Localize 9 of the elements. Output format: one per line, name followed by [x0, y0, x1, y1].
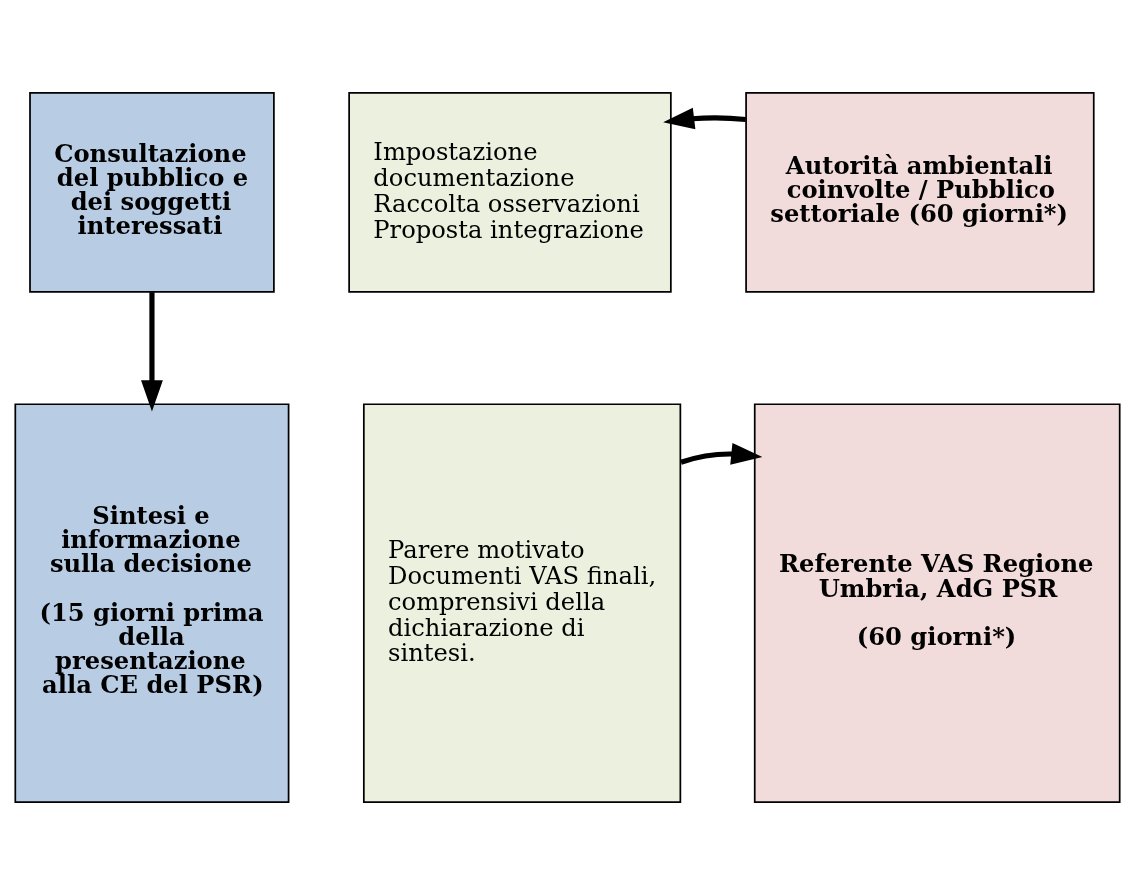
node-box: Autorità ambientali coinvolte / Pubblico settoriale (60 giorni*): [745, 92, 1095, 293]
node-box: Impostazione documentazione Raccolta osservazioni Proposta integrazione: [348, 92, 672, 293]
arrow: [680, 442, 763, 465]
arrow: [141, 292, 163, 412]
node-box: Referente VAS Regione Umbria, AdG PSR (60 giorni*): [753, 403, 1121, 803]
node-box: Sintesi e informazione sulla decisione (15 giorni prima della presentazione alla CE del PSR): [14, 403, 290, 803]
node-box: Parere motivato Documenti VAS finali, comprensivi della dichiarazione di sintesi.: [362, 403, 682, 803]
arrow: [663, 107, 747, 130]
node-box: Consultazione del pubblico e dei soggetti interessati: [29, 92, 275, 293]
